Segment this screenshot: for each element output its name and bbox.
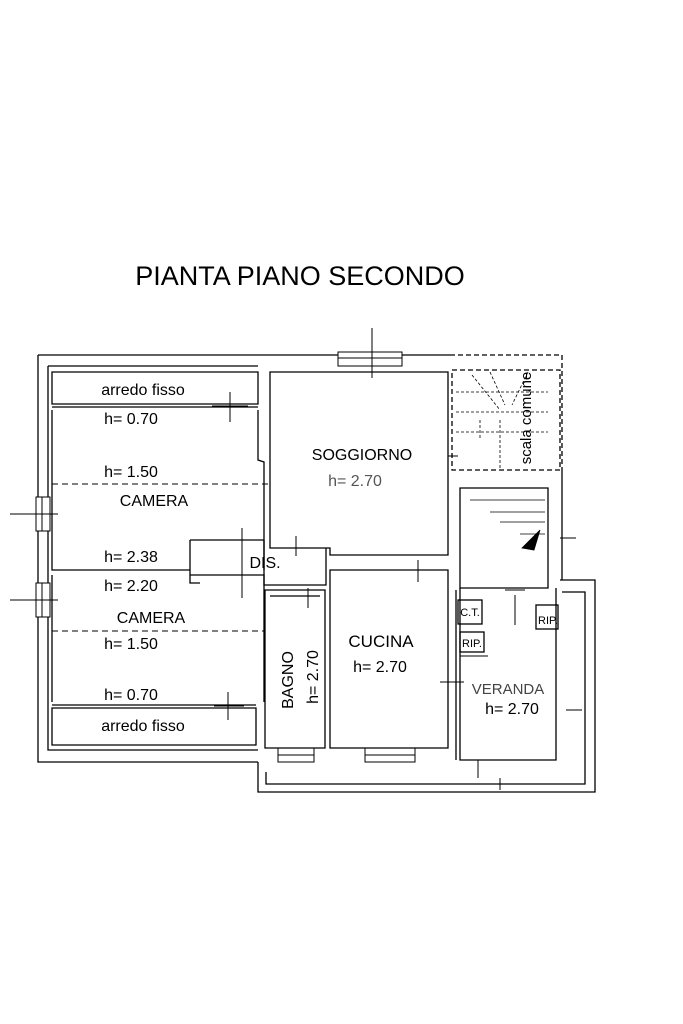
- height-lines: [52, 483, 270, 632]
- dis-label: DIS.: [249, 555, 280, 572]
- bagno-height: h= 2.70: [305, 650, 322, 704]
- rip-1-label: RIP.: [462, 638, 482, 650]
- soggiorno-label: SOGGIORNO: [312, 447, 412, 464]
- camera-1-label: CAMERA: [120, 493, 189, 510]
- bagno-label: BAGNO: [280, 651, 297, 709]
- veranda-label: VERANDA: [472, 681, 545, 698]
- ct-label: C.T.: [460, 607, 480, 619]
- arredo-bottom-label: arredo fisso: [101, 718, 185, 735]
- plan-title: PIANTA PIANO SECONDO: [135, 261, 465, 291]
- camera-2-label: CAMERA: [117, 610, 186, 627]
- cucina-label: CUCINA: [348, 632, 414, 651]
- camera-1-height-top: h= 1.50: [104, 464, 158, 481]
- arredo-bottom-height: h= 0.70: [104, 687, 158, 704]
- camera-2-height-top: h= 2.20: [104, 578, 158, 595]
- veranda-height: h= 2.70: [485, 701, 539, 718]
- interior-walls: [51, 354, 563, 761]
- stair-steps-solid: [470, 499, 545, 551]
- stair-steps: [456, 371, 548, 470]
- rip-2-label: RIP.: [538, 615, 558, 627]
- cucina-height: h= 2.70: [353, 659, 407, 676]
- camera-1-height-bottom: h= 2.38: [104, 549, 158, 566]
- soggiorno-height: h= 2.70: [328, 473, 382, 490]
- camera-2-height-bottom: h= 1.50: [104, 636, 158, 653]
- scala-label: scala comune: [518, 372, 535, 465]
- arredo-top-height: h= 0.70: [104, 411, 158, 428]
- outer-walls: [37, 354, 596, 793]
- arredo-top-label: arredo fisso: [101, 382, 185, 399]
- windows: [35, 351, 416, 763]
- section-marks: [10, 328, 582, 790]
